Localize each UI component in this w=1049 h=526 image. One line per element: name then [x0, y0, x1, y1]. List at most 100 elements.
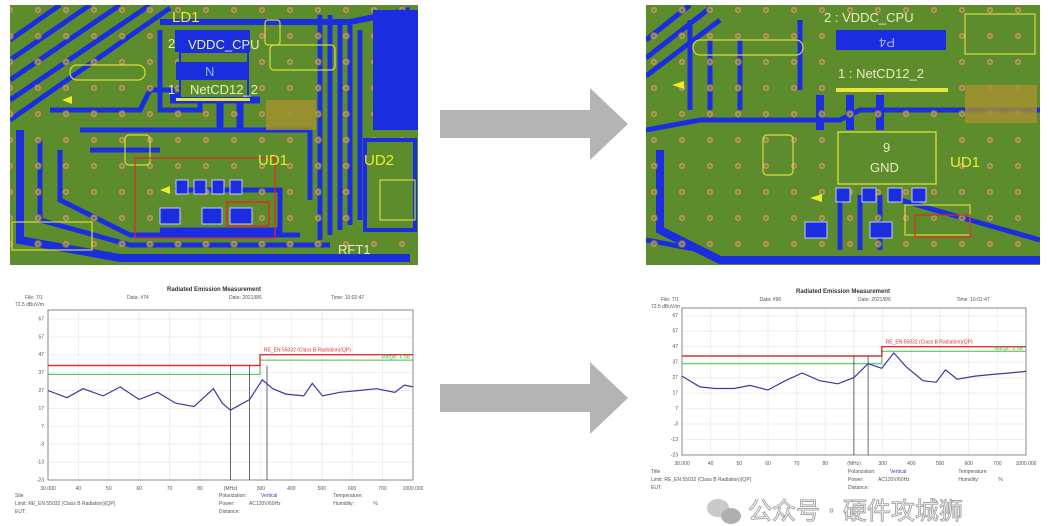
pcb-label-rft1: RFT1: [338, 242, 371, 257]
pcb-label-p4: P4: [879, 35, 895, 50]
header-data: Data: #96: [760, 297, 782, 303]
y-tick-label: 37: [38, 370, 44, 376]
y-tick-label: 47: [672, 344, 678, 350]
chart-background: [646, 285, 1040, 493]
x-tick-label: (MHz): [224, 486, 238, 492]
y-tick-label: 47: [38, 352, 44, 358]
footer-power: Power:: [219, 501, 235, 507]
footer-limit: Limit: RE_EN 55032 (Class B Radiation)(Q…: [651, 477, 752, 483]
emission-trace: [47, 378, 414, 411]
watermark-text: 公众号 · 硬件攻城狮: [748, 497, 963, 525]
x-tick-label: 300: [257, 486, 266, 492]
wechat-icon: [707, 499, 741, 524]
y-tick-label: 37: [672, 360, 678, 366]
x-tick-label: 60: [136, 486, 142, 492]
x-tick-label: 30.000: [674, 461, 690, 467]
x-tick-label: 600: [348, 486, 357, 492]
y-tick-label: 57: [672, 329, 678, 335]
x-tick-label: 40: [708, 461, 714, 467]
header-file: File: 7/1: [661, 297, 679, 303]
x-tick-label: 500: [936, 461, 945, 467]
x-tick-label: 70: [167, 486, 173, 492]
footer-limit: Limit: RE_EN 55032 (Class B Radiation)(Q…: [15, 501, 116, 507]
x-tick-label: 1000.000: [403, 486, 424, 492]
y-unit-label: 72.5 dBuV/m: [15, 302, 44, 308]
header-data: Data: #74: [127, 295, 149, 301]
footer-humidity: Humidity:: [333, 501, 354, 507]
pcb-label-pin2: 2: [168, 36, 175, 51]
limit-label: RE_EN 55032 (Class B Radiation)(QP): [264, 348, 351, 354]
pcb-layout-after: 2 : VDDC_CPU P4 1 : NetCD12_2 9 GND UD1: [646, 5, 1040, 265]
y-unit-label: 72.5 dBuV/m: [651, 304, 680, 310]
margin-label: Margin -6 dB: [381, 355, 410, 361]
y-tick-label: 17: [672, 391, 678, 397]
pcb-label-vddc-cpu: 2 : VDDC_CPU: [824, 10, 914, 25]
header-file: File: 7/1: [25, 295, 43, 301]
footer-distance: Distance:: [219, 509, 240, 515]
chart-title: Radiated Emission Measurement: [796, 289, 890, 295]
footer-polarization: Polarization:: [848, 469, 876, 475]
footer-humidity-unit: %: [998, 477, 1003, 483]
y-tick-label: -23: [671, 453, 678, 459]
footer-site: Title: [651, 469, 660, 475]
limit-line: [48, 354, 413, 367]
y-tick-label: 67: [38, 316, 44, 322]
x-tick-label: 70: [794, 461, 800, 467]
header-time: Time: 16:01:47: [957, 297, 990, 303]
pcb-label-ud2: UD2: [364, 152, 394, 169]
y-tick-label: 17: [38, 406, 44, 412]
arrow-right-icon: [440, 362, 628, 434]
y-tick-label: -3: [674, 422, 679, 428]
margin-label: Margin -6 dB: [994, 346, 1023, 352]
y-tick-label: -13: [671, 437, 678, 443]
y-tick-label: -13: [37, 460, 44, 466]
footer-power: Power:: [848, 477, 864, 483]
margin-line: [682, 350, 1026, 365]
emission-trace: [681, 351, 1027, 391]
footer-polarization-value: Vertical: [261, 493, 277, 499]
y-tick-label: 7: [41, 424, 44, 430]
pcb-label-ud1: UD1: [258, 152, 288, 169]
footer-temperature: Temperature:: [958, 469, 987, 475]
pcb-label-netcd12: NetCD12_2: [190, 82, 258, 97]
limit-label: RE_EN 55032 (Class B Radiation)(QP): [886, 340, 973, 346]
x-tick-label: 50: [737, 461, 743, 467]
pcb-label-gnd: GND: [870, 160, 899, 175]
watermark: 公众号 · 硬件攻城狮: [707, 497, 963, 526]
pcb-layout-before: LD1 2 VDDC_CPU N 1 NetCD12_2 UD1 UD2 RFT…: [10, 5, 418, 265]
x-tick-label: 500: [318, 486, 327, 492]
x-tick-label: 60: [765, 461, 771, 467]
arrow-right-icon: [440, 88, 628, 160]
header-date: Date: 2021/8/6: [229, 295, 262, 301]
x-tick-label: 40: [76, 486, 82, 492]
footer-eut: EUT:: [651, 485, 662, 491]
footer-eut: EUT:: [15, 509, 26, 515]
footer-humidity: Humidity:: [958, 477, 979, 483]
margin-line: [48, 359, 413, 375]
pcb-label-ud1: UD1: [950, 154, 980, 171]
y-tick-label: 27: [38, 388, 44, 394]
footer-polarization: Polarization:: [219, 493, 247, 499]
x-tick-label: 30.000: [40, 486, 56, 492]
pcb-label-vddc-cpu: VDDC_CPU: [188, 37, 260, 52]
x-tick-label: 80: [197, 486, 203, 492]
pcb-label-ld1: LD1: [172, 9, 200, 26]
footer-polarization-value: Vertical: [890, 469, 906, 475]
footer-humidity-unit: %: [373, 501, 378, 507]
pcb-label-netcd12: 1 : NetCD12_2: [838, 66, 924, 81]
footer-power-value: AC120V/60Hz: [249, 501, 281, 507]
pcb-label-pin9: 9: [883, 140, 890, 155]
y-tick-label: -23: [37, 478, 44, 484]
x-tick-label: 700: [378, 486, 387, 492]
x-tick-label: 400: [287, 486, 296, 492]
y-tick-label: 57: [38, 334, 44, 340]
x-tick-label: 600: [964, 461, 973, 467]
y-tick-label: 7: [675, 406, 678, 412]
header-time: Time: 10:02:47: [331, 295, 364, 301]
x-tick-label: 80: [823, 461, 829, 467]
x-tick-label: (MHz): [847, 461, 861, 467]
x-tick-label: 700: [993, 461, 1002, 467]
